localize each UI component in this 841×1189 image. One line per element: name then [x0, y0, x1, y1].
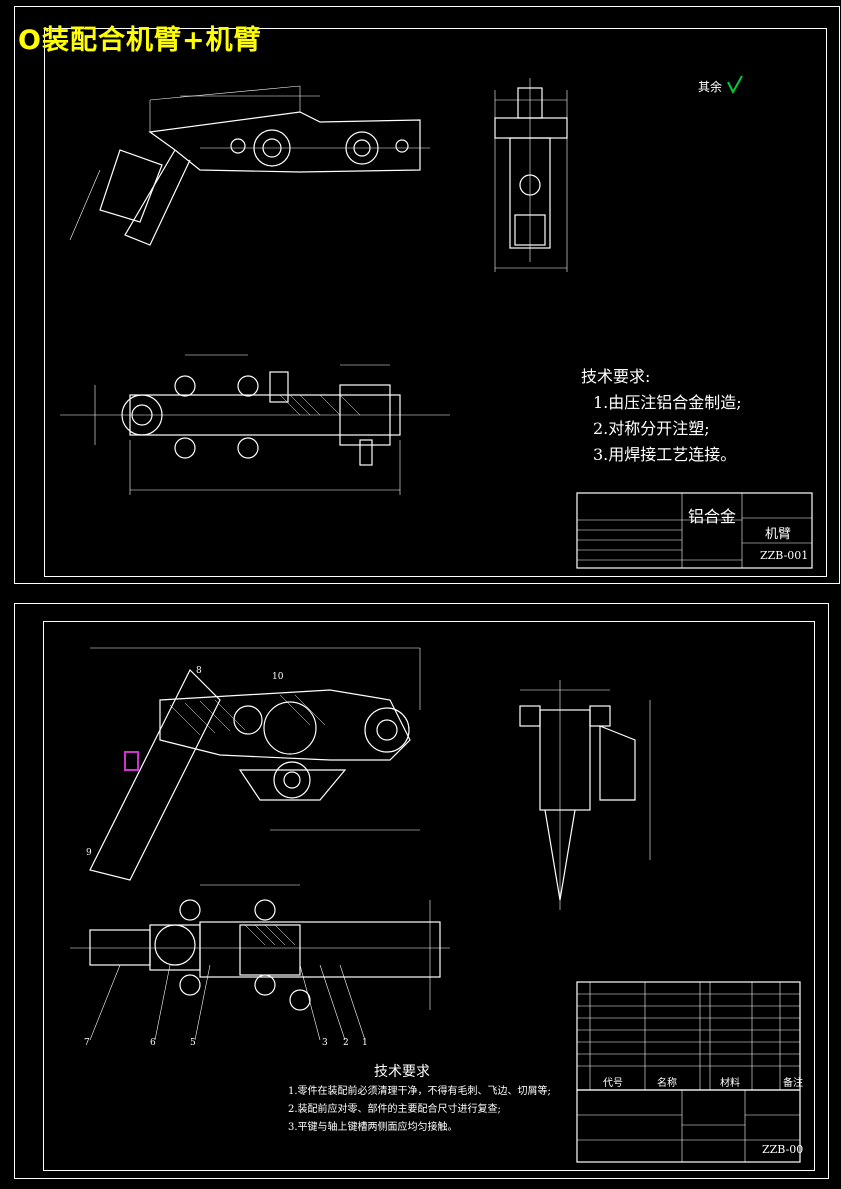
tech-requirements-title: 技术要求: — [581, 367, 651, 386]
balloon-label: 3 — [322, 1038, 328, 1048]
tech-requirement-item: 3.平键与轴上键槽两侧面应均匀接触。 — [288, 1122, 458, 1133]
title-block-arm-lines — [576, 492, 813, 569]
drawing-number-arm: ZZB-001 — [760, 549, 809, 562]
balloon-label: 7 — [84, 1038, 90, 1048]
drawing-sheet-assembly — [14, 603, 829, 1179]
tech-requirement-item: 2.对称分开注塑; — [593, 419, 710, 438]
part-name: 机臂 — [765, 527, 792, 542]
bom-header-remark: 备注 — [783, 1078, 803, 1089]
balloon-label: 5 — [190, 1038, 196, 1048]
bom-header-name: 名称 — [657, 1078, 677, 1089]
tech-requirements-assembly: 技术要求 1.零件在装配前必须清理干净，不得有毛刺、飞边、切屑等; 2.装配前应… — [288, 1063, 551, 1137]
balloon-label: 2 — [343, 1038, 349, 1048]
arm-top-view — [60, 354, 450, 495]
drawing-set-title: O装配合机臂+机臂 — [18, 25, 262, 56]
roughness-symbol — [727, 75, 743, 95]
bom-table-lines — [576, 981, 801, 1163]
bom-header-material: 材料 — [720, 1078, 740, 1089]
tech-requirements-title: 技术要求 — [374, 1064, 430, 1080]
balloon-label: 10 — [272, 672, 284, 682]
assembly-top-view — [70, 884, 450, 1041]
balloon-label: 1 — [362, 1038, 368, 1048]
tech-requirement-item: 1.零件在装配前必须清理干净，不得有毛刺、飞边、切屑等; — [288, 1086, 551, 1097]
arm-front-view — [69, 85, 430, 246]
material-label: 铝合金 — [688, 507, 737, 526]
tech-requirements-arm: 技术要求: 1.由压注铝合金制造; 2.对称分开注塑; 3.用焊接工艺连接。 — [581, 364, 742, 468]
highlight-fastener — [124, 751, 139, 771]
tech-requirement-item: 3.用焊接工艺连接。 — [593, 445, 737, 464]
drawing-frame-arm — [44, 28, 827, 577]
drawing-sheet-arm — [14, 6, 840, 584]
drawing-number-assembly: ZZB-00 — [762, 1143, 804, 1156]
tech-requirement-item: 1.由压注铝合金制造; — [593, 393, 742, 412]
drawing-frame-assembly — [43, 621, 815, 1171]
balloon-label: 9 — [86, 848, 92, 858]
roughness-label: 其余 — [698, 80, 723, 94]
balloon-label: 8 — [196, 666, 202, 676]
assembly-front-view — [89, 647, 421, 881]
assembly-side-view — [519, 680, 651, 910]
balloon-label: 6 — [150, 1038, 156, 1048]
bom-header-code: 代号 — [603, 1078, 623, 1089]
arm-side-view — [494, 78, 568, 272]
tech-requirement-item: 2.装配前应对零、部件的主要配合尺寸进行复查; — [288, 1104, 501, 1115]
